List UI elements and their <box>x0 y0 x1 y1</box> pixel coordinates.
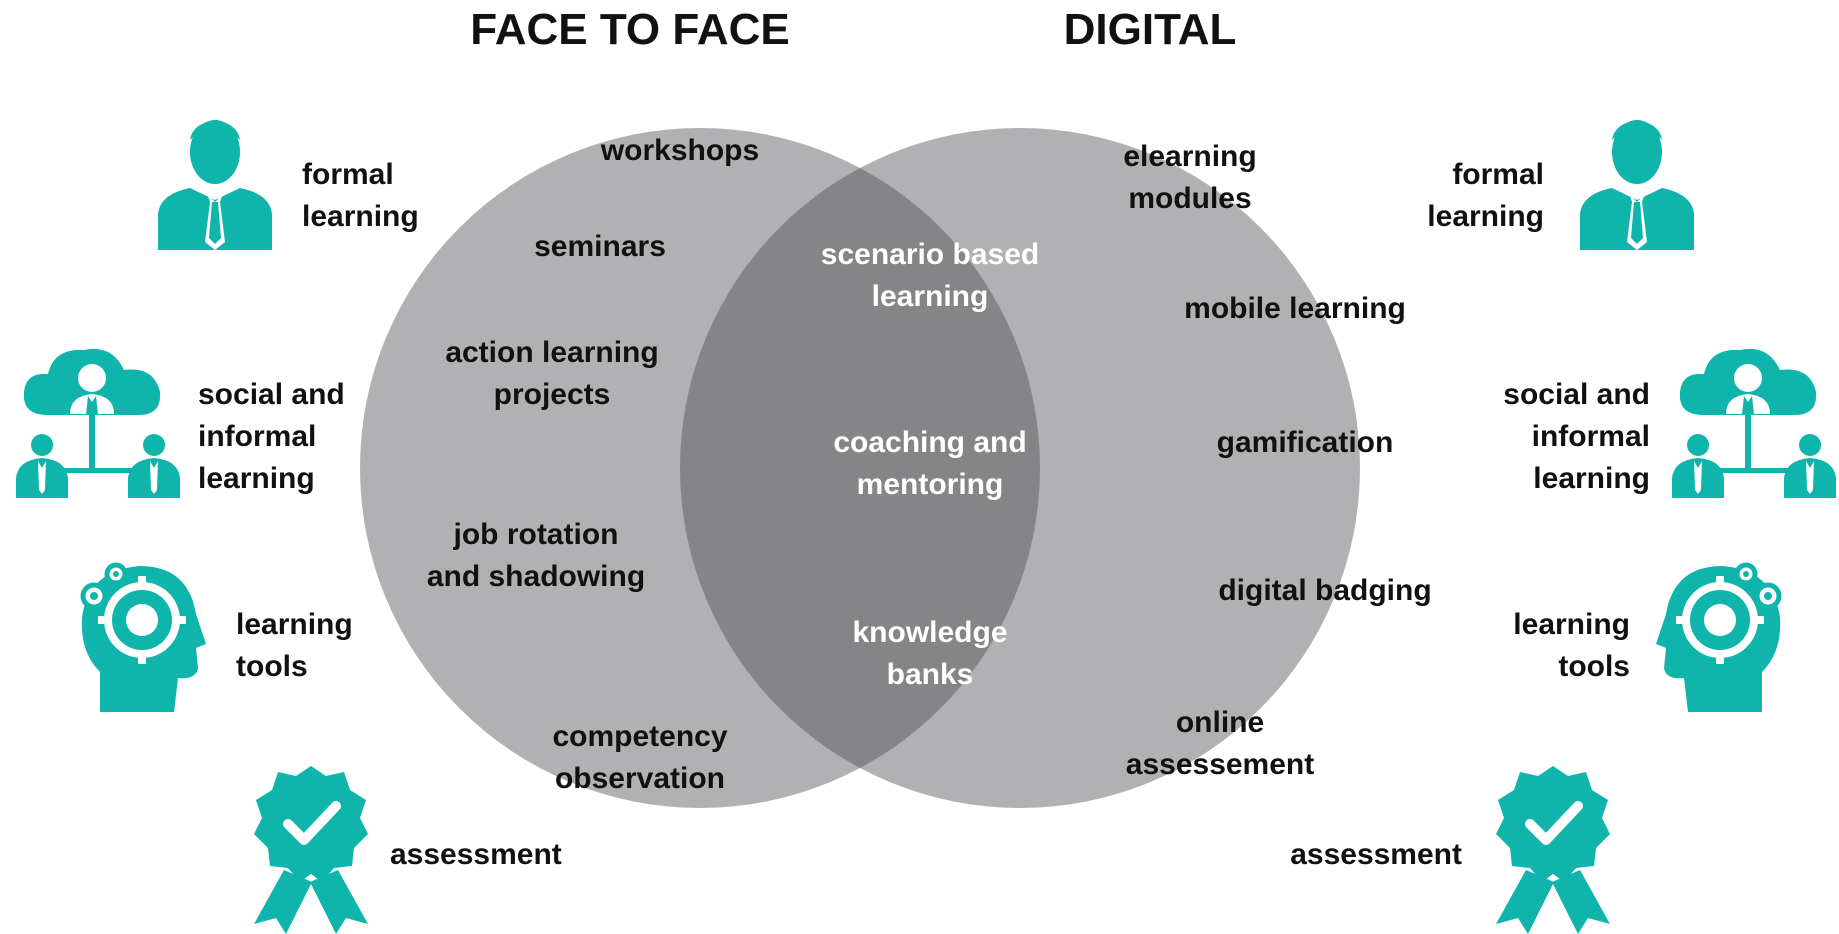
item-online-assessement: online assessement <box>1125 706 1315 781</box>
item-seminars: seminars <box>534 230 666 263</box>
left-label-formal-learning: formal learning <box>302 158 419 233</box>
businessman-icon <box>158 120 272 250</box>
heading-face-to-face: FACE TO FACE <box>470 5 790 54</box>
left-label-learning-tools: learning tools <box>236 608 353 683</box>
award-badge-check-icon <box>1496 766 1610 934</box>
item-workshops: workshops <box>600 134 760 167</box>
item-digital-badging: digital badging <box>1218 574 1432 607</box>
right-label-learning-tools: learning tools <box>1513 608 1630 683</box>
right-label-social-informal-learning: social and informal learning <box>1503 378 1650 495</box>
item-action-learning-projects: action learning projects <box>445 336 659 411</box>
cloud-network-people-icon <box>16 348 180 498</box>
item-knowledge-banks: knowledge banks <box>852 616 1008 691</box>
award-badge-check-icon <box>254 766 368 934</box>
head-gears-icon <box>1656 562 1782 712</box>
left-label-assessment: assessment <box>390 838 562 871</box>
right-label-assessment: assessment <box>1290 838 1462 871</box>
heading-digital: DIGITAL <box>1063 5 1237 54</box>
item-scenario-based-learning: scenario based learning <box>820 238 1040 313</box>
item-elearning-modules: elearning modules <box>1123 140 1257 215</box>
item-gamification: gamification <box>1216 426 1394 459</box>
overlap-region <box>680 128 1040 808</box>
item-coaching-mentoring: coaching and mentoring <box>833 426 1027 501</box>
item-job-rotation-shadowing: job rotation and shadowing <box>426 518 646 593</box>
head-gears-icon <box>80 562 206 712</box>
left-label-social-informal-learning: social and informal learning <box>198 378 345 495</box>
item-competency-observation: competency observation <box>552 720 728 795</box>
cloud-network-people-icon <box>1672 348 1836 498</box>
right-label-formal-learning: formal learning <box>1427 158 1544 233</box>
item-mobile-learning: mobile learning <box>1184 292 1406 325</box>
businessman-icon <box>1580 120 1694 250</box>
